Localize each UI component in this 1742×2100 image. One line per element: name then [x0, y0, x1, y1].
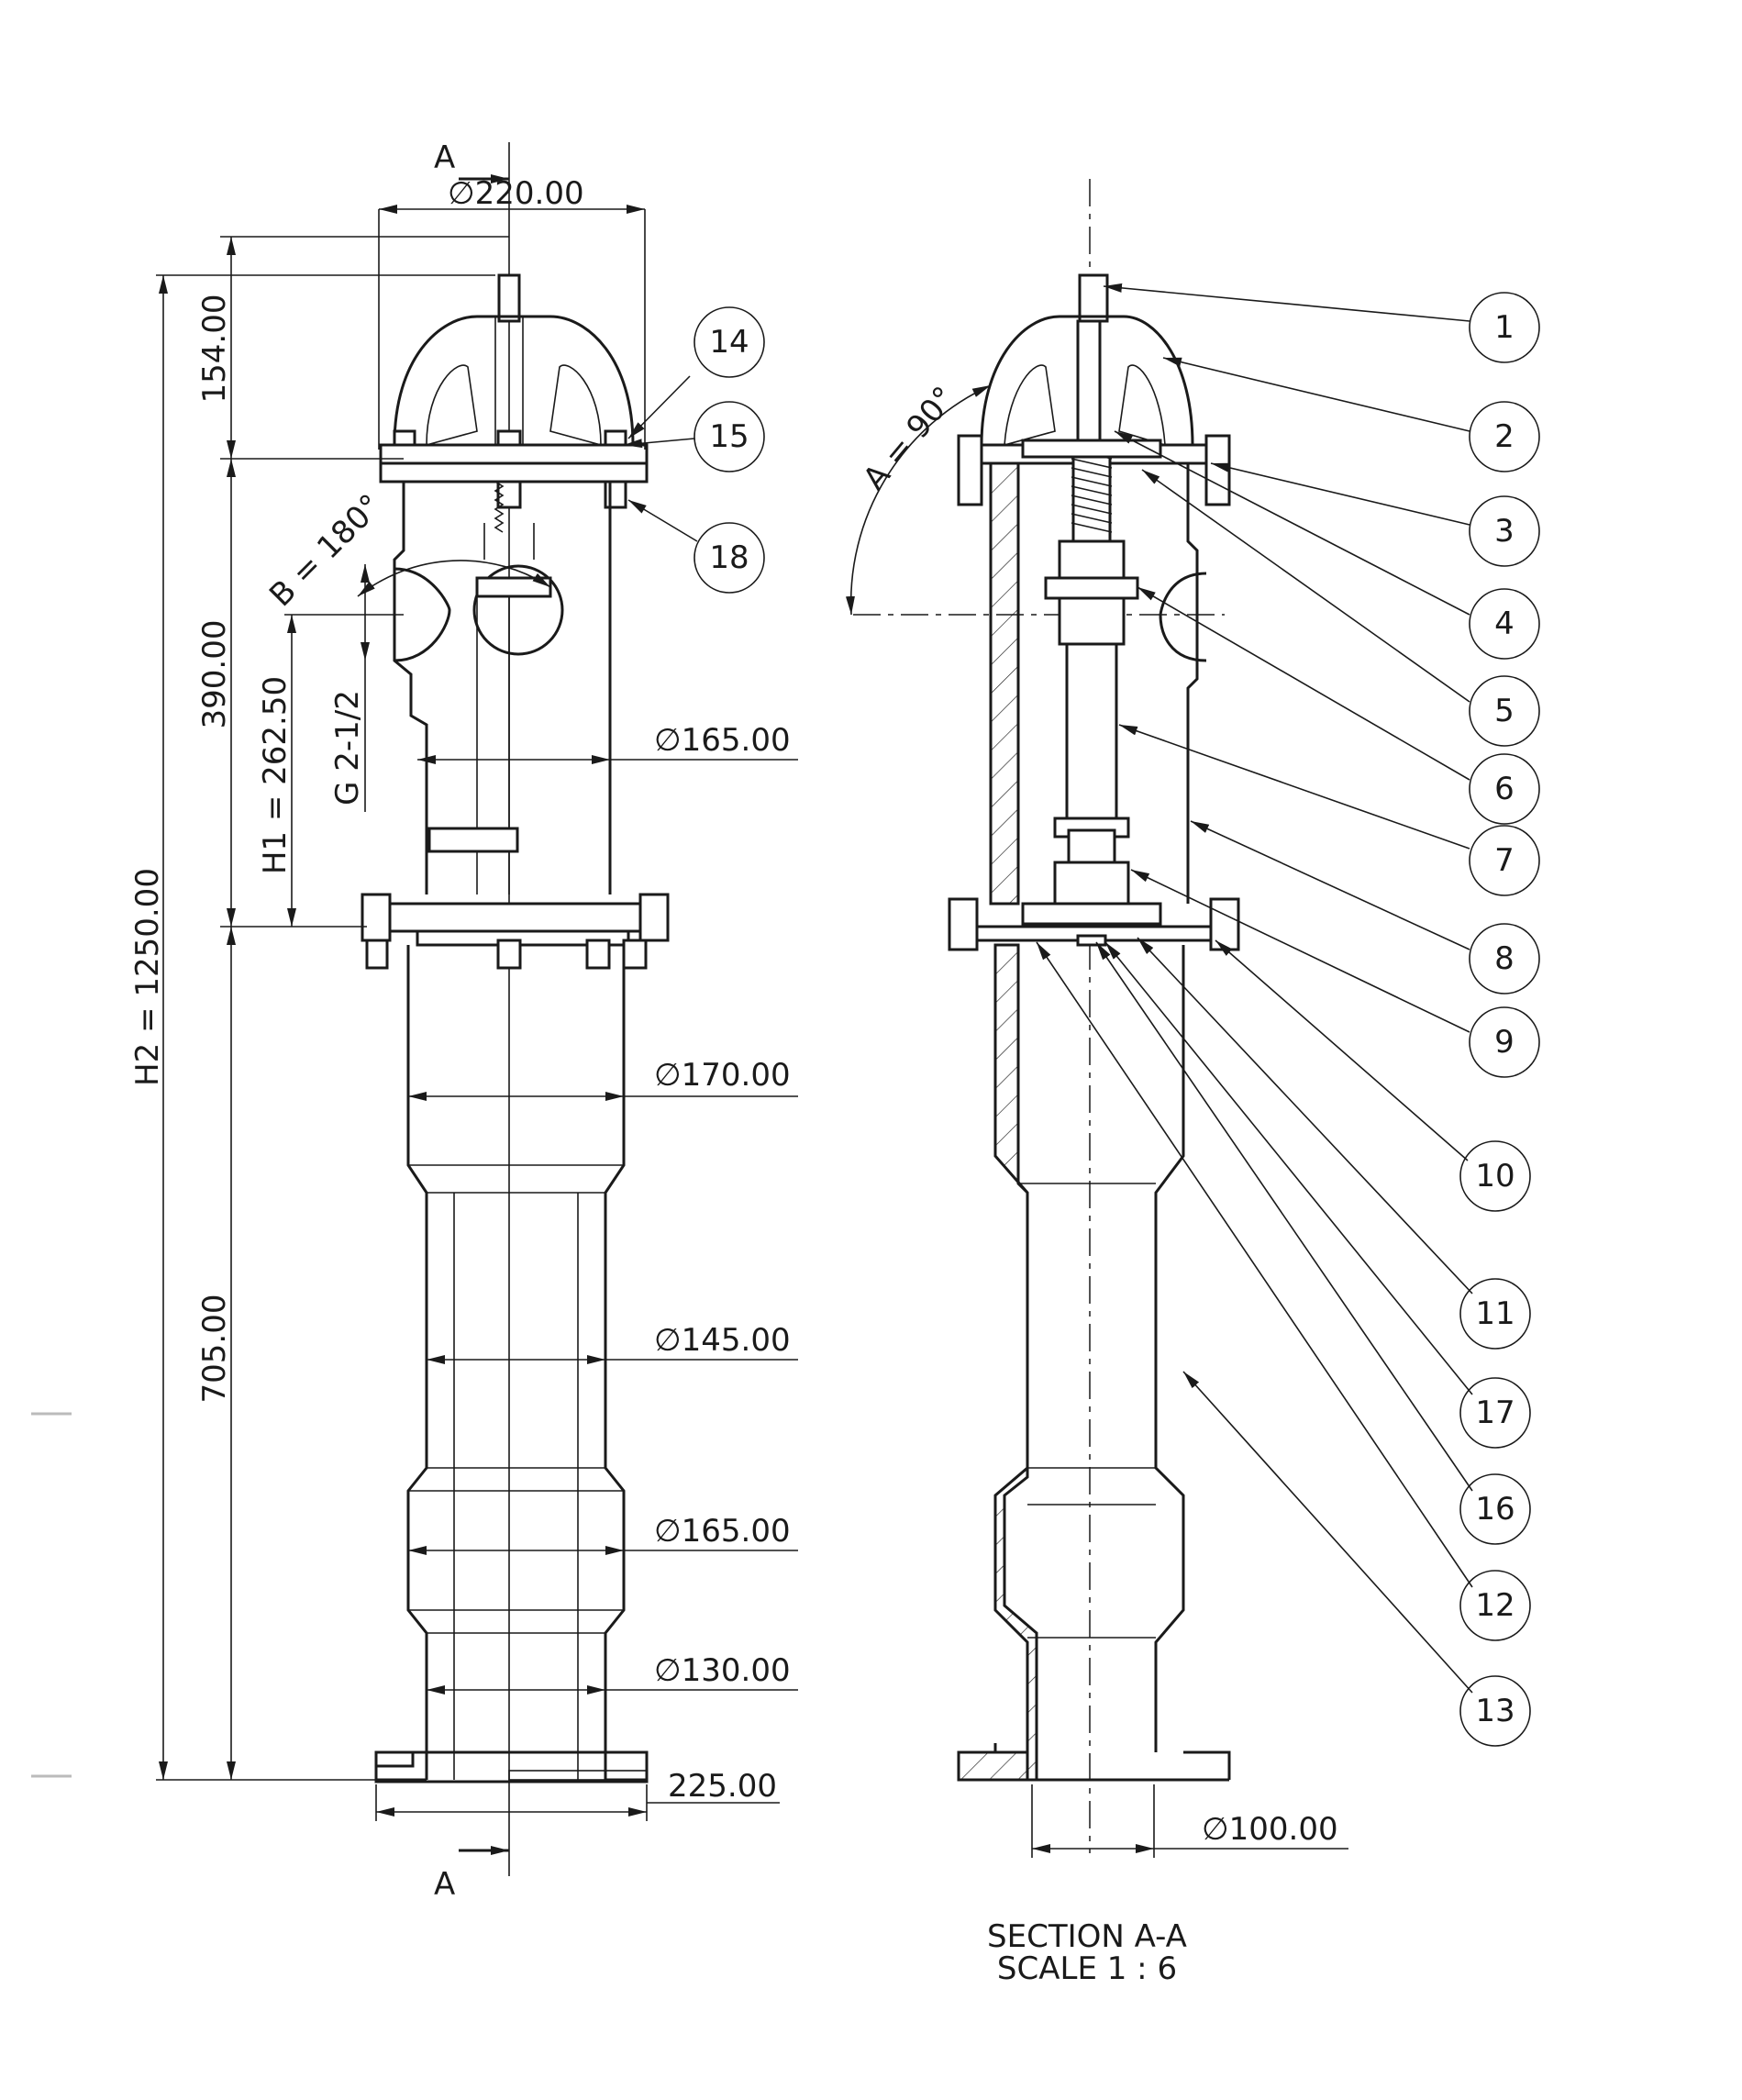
balloon-10: 10: [1215, 939, 1531, 1212]
dim-angle-b-label: B = 180°: [262, 487, 389, 614]
bolt: [604, 429, 627, 447]
bolt: [365, 939, 389, 970]
dome: [393, 315, 635, 446]
dim-angle-a-label: A = 90°: [856, 380, 963, 497]
balloon-5: 5: [1141, 469, 1540, 747]
balloon-4-label: 4: [1494, 606, 1515, 642]
balloon-4: 4: [1114, 430, 1540, 660]
balloon-14-label: 14: [709, 324, 749, 361]
valve-seat: [1021, 902, 1162, 926]
balloon-2: 2: [1162, 357, 1540, 472]
balloon-6-label: 6: [1494, 771, 1515, 807]
balloon-8: 8: [1190, 820, 1540, 994]
wall-right-lower: [1154, 945, 1185, 1752]
balloon-18-label: 18: [709, 539, 749, 576]
dim-h1-label: H1 = 262.50: [257, 676, 294, 874]
upper-body-left: [393, 482, 428, 894]
dim-base-width-label: 225.00: [668, 1768, 777, 1805]
balloon-15-label: 15: [709, 418, 749, 455]
balloon-1: 1: [1103, 283, 1540, 363]
balloon-5-label: 5: [1494, 693, 1515, 729]
balloon-7-label: 7: [1494, 842, 1515, 879]
balloon-16-label: 16: [1475, 1491, 1515, 1528]
top-flange: [379, 443, 649, 465]
dim-top-diameter-label: ∅220.00: [448, 175, 584, 212]
bolt: [393, 429, 416, 447]
balloon-8-label: 8: [1494, 940, 1515, 977]
stem-top: [497, 273, 521, 323]
bolt: [948, 897, 979, 951]
balloon-12-label: 12: [1475, 1587, 1515, 1624]
bolt: [496, 429, 522, 447]
dim-top-height-label: 154.00: [196, 294, 233, 404]
dim-thread-label: G 2-1/2: [329, 690, 366, 806]
balloon-3-label: 3: [1494, 513, 1515, 550]
bolt: [957, 434, 983, 506]
barrel-right: [604, 945, 626, 1780]
bolt: [1204, 434, 1231, 506]
section-scale: SCALE 1 : 6: [997, 1950, 1177, 1987]
dim-d145-label: ∅145.00: [654, 1322, 791, 1359]
bolt: [1209, 897, 1240, 951]
bolt: [585, 939, 611, 970]
balloon-16: 16: [1095, 941, 1531, 1545]
dim-d130-label: ∅130.00: [654, 1652, 791, 1689]
front-view: A A: [129, 139, 798, 1903]
balloon-17: 17: [1104, 941, 1531, 1449]
section-marker-bottom: A: [434, 1866, 455, 1903]
dim-outlet-diameter-label: ∅100.00: [1202, 1811, 1338, 1848]
mid-flange: [365, 902, 662, 933]
balloon-2-label: 2: [1494, 418, 1515, 455]
balloon-3: 3: [1210, 462, 1540, 567]
bolt: [622, 939, 648, 970]
balloon-9: 9: [1130, 869, 1540, 1078]
balloon-7: 7: [1118, 724, 1540, 896]
section-view: A = 90° ∅100.00 SECTION A-A SCALE 1 : 6 …: [845, 179, 1540, 1987]
dim-mid-height-label: 390.00: [196, 620, 233, 729]
bolt: [496, 480, 522, 509]
bolt: [361, 893, 392, 942]
balloon-11: 11: [1137, 937, 1531, 1350]
dome: [980, 315, 1194, 446]
dim-angle-b: [357, 560, 551, 597]
balloon-12: 12: [1036, 941, 1531, 1641]
balloon-10-label: 10: [1475, 1158, 1515, 1194]
balloon-17-label: 17: [1475, 1394, 1515, 1431]
stem-top: [1078, 273, 1109, 323]
dome-rib-left: [426, 364, 478, 447]
bolt: [638, 893, 670, 942]
section-title: SECTION A-A: [987, 1918, 1187, 1955]
balloon-13: 13: [1182, 1371, 1531, 1747]
spring: [494, 481, 505, 533]
bolt: [604, 480, 627, 509]
balloon-11-label: 11: [1475, 1295, 1515, 1332]
dim-d165a-label: ∅165.00: [654, 722, 791, 759]
outlet-right: [472, 564, 564, 656]
balloon-13-label: 13: [1475, 1693, 1515, 1729]
wall-left-upper: [989, 461, 1020, 906]
dome-rib-right: [549, 364, 602, 447]
dim-d170-label: ∅170.00: [654, 1057, 791, 1094]
wall-left-lower: [993, 943, 1038, 1782]
barrel-left: [406, 945, 428, 1780]
dim-d165b-label: ∅165.00: [654, 1513, 791, 1550]
dim-angle-a: [845, 384, 992, 616]
balloon-18: [693, 522, 765, 594]
balloon-14: [693, 306, 765, 378]
rod: [1065, 642, 1118, 820]
balloon-1-label: 1: [1494, 309, 1515, 346]
balloon-15: [693, 401, 765, 472]
balloon-6: 6: [1137, 586, 1540, 825]
dim-total-height-label: H2 = 1250.00: [129, 868, 166, 1086]
wall-right-upper: [1186, 463, 1199, 904]
dim-low-height-label: 705.00: [196, 1294, 233, 1404]
bolt: [496, 939, 522, 970]
section-marker-top: A: [434, 139, 455, 176]
balloon-9-label: 9: [1494, 1024, 1515, 1061]
